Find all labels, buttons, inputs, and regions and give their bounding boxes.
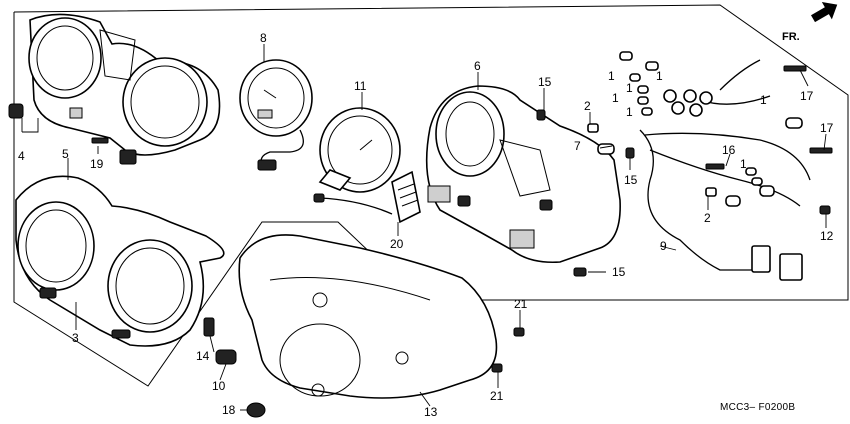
label-1b: 1 [626,81,633,95]
label-1e: 1 [656,69,663,83]
label-3: 3 [72,331,79,345]
grommet-4 [8,103,24,119]
meter-lower-case [425,85,621,264]
label-5: 5 [62,147,69,161]
label-1c: 1 [612,91,619,105]
meter-upper-case [28,13,221,165]
wire-harness [619,51,811,281]
part-labels: 4 5 19 3 8 11 20 6 15 2 7 15 15 9 2 16 1… [18,31,834,419]
label-1a: 1 [608,69,615,83]
indicator-socket-assy [313,170,421,224]
screw-15c [573,267,587,277]
label-1f: 1 [760,93,767,107]
label-17b: 17 [820,121,834,135]
label-7: 7 [574,139,581,153]
bolt-14 [203,317,215,337]
screw-15a [536,109,546,121]
label-20: 20 [390,237,404,251]
label-8: 8 [260,31,267,45]
label-15c: 15 [612,265,626,279]
label-1g: 1 [740,157,747,171]
meter-front-cover [15,175,225,347]
label-17a: 17 [800,89,814,103]
screw-19 [91,137,109,144]
label-1d: 1 [626,105,633,119]
leader-lines [21,44,827,411]
nut-12 [819,205,831,215]
label-15b: 15 [624,173,638,187]
direction-indicator: FR. [782,2,838,43]
screw-21b [491,363,503,373]
bulb-7 [597,143,615,155]
label-14: 14 [196,349,210,363]
speedometer [318,107,401,193]
grommet-18 [246,402,266,418]
screw-15b [625,147,635,159]
bolt-17b [809,147,833,154]
label-6: 6 [474,59,481,73]
label-18: 18 [222,403,236,417]
bolt-16 [705,163,725,170]
tachometer [239,59,313,171]
label-13: 13 [424,405,438,419]
forward-arrow-icon [811,2,838,23]
bulbs-1 [629,73,763,186]
socket-2b [705,187,717,197]
label-11: 11 [354,79,367,93]
label-21b: 21 [490,389,504,403]
label-15a: 15 [538,75,552,89]
label-4: 4 [18,149,25,163]
meter-lower-cover [238,234,498,399]
label-2a: 2 [584,99,591,113]
screw-21a [513,327,525,337]
label-10: 10 [212,379,226,393]
label-2b: 2 [704,211,711,225]
direction-label: FR. [782,31,800,43]
label-12: 12 [820,229,834,243]
socket-2a [587,123,599,133]
label-19: 19 [90,157,104,171]
bolt-17a [783,65,807,72]
collar-10 [215,349,237,365]
label-21a: 21 [514,297,528,311]
diagram-code: MCC3– F0200B [720,402,795,413]
label-9: 9 [660,239,667,253]
label-16: 16 [722,143,736,157]
